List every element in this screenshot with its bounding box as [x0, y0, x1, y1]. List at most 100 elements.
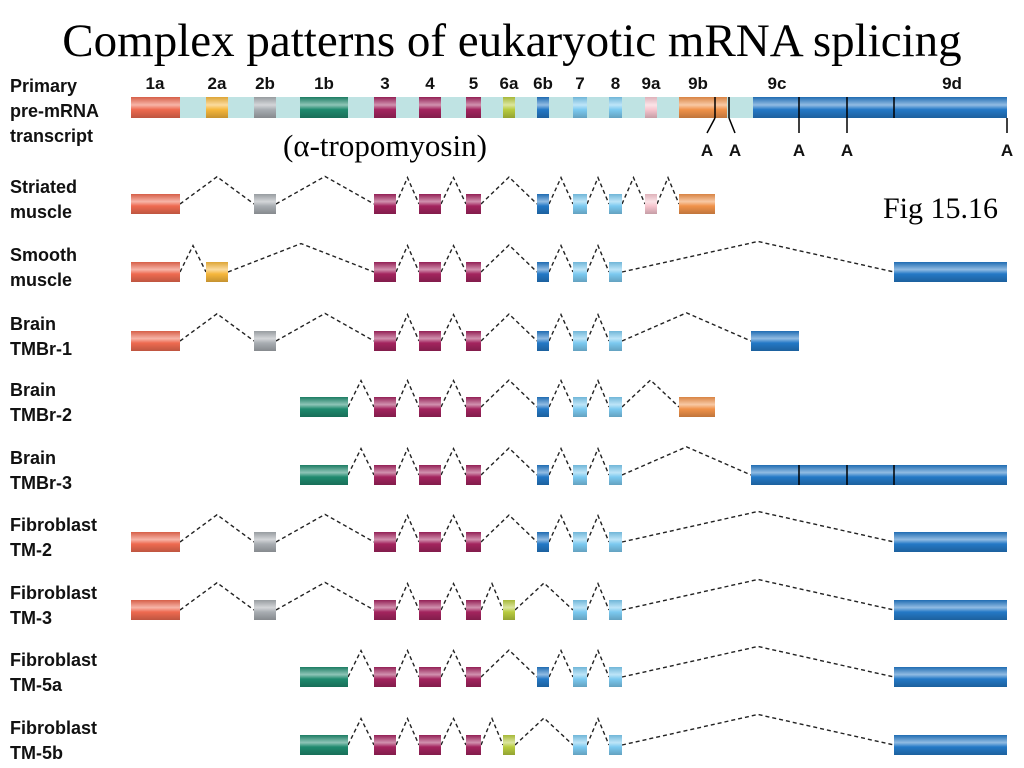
splice-junction — [480, 447, 538, 476]
splice-junction — [586, 648, 610, 678]
isoform-label-line: Smooth — [10, 245, 77, 265]
exon-5 — [466, 532, 481, 552]
isoform-label-line: Fibroblast — [10, 515, 98, 535]
exon-label-5: 5 — [469, 74, 478, 93]
splice-junction — [395, 312, 420, 342]
isoform-label-line: TM-5a — [10, 675, 63, 695]
exon-1a — [131, 532, 180, 552]
exon-label-1b: 1b — [314, 74, 334, 93]
splice-junction — [514, 582, 574, 611]
splice-junction — [621, 645, 895, 678]
isoform-row-brain-tmbr-3 — [300, 446, 1007, 485]
splice-junction — [548, 312, 574, 342]
primary-label-line-3: transcript — [10, 126, 94, 146]
exon-2b — [254, 331, 276, 351]
isoform-row-smooth-muscle — [131, 240, 1007, 282]
exon-9b — [679, 397, 715, 417]
exon-label-6a: 6a — [500, 74, 519, 93]
isoform-row-fibroblast-tm-3 — [131, 578, 1007, 620]
splice-junction — [179, 243, 207, 273]
isoform-label-line: TM-5b — [10, 743, 63, 763]
isoform-label-line: TMBr-1 — [10, 339, 72, 359]
splice-junction — [480, 716, 504, 746]
primary-exon-8 — [609, 97, 622, 118]
splice-junction — [621, 312, 752, 342]
isoform-label-line: Fibroblast — [10, 650, 98, 670]
exon-1b — [300, 465, 348, 485]
splice-junction — [395, 175, 420, 205]
exon-label-9a: 9a — [642, 74, 661, 93]
exon-label-3: 3 — [380, 74, 389, 93]
splice-junction — [275, 513, 375, 543]
exon-5 — [466, 262, 481, 282]
exon-7 — [573, 397, 587, 417]
exon-7 — [573, 465, 587, 485]
exon-5 — [466, 194, 481, 214]
exon-5 — [466, 667, 481, 687]
splice-junction — [656, 175, 680, 205]
primary-label-line-2: pre-mRNA — [10, 101, 100, 121]
splice-junction — [586, 513, 610, 543]
exon-8 — [609, 735, 622, 755]
splice-junction — [621, 578, 895, 611]
splice-junction — [395, 378, 420, 408]
exon-label-8: 8 — [611, 74, 620, 93]
splice-junction — [440, 243, 467, 273]
splice-junction — [179, 312, 255, 342]
exon-7 — [573, 667, 587, 687]
splice-junction — [586, 581, 610, 611]
polyA-site-label: A — [701, 141, 713, 160]
exon-label-7: 7 — [575, 74, 584, 93]
exon-9c-9d — [751, 465, 1007, 485]
polyA-site-line — [706, 117, 716, 134]
exon-7 — [573, 532, 587, 552]
exon-6b — [537, 465, 549, 485]
splice-junction — [621, 175, 646, 205]
exon-2a — [206, 262, 228, 282]
primary-exon-4 — [419, 97, 441, 118]
exon-8 — [609, 262, 622, 282]
exon-5 — [466, 465, 481, 485]
exon-8 — [609, 600, 622, 620]
splice-junction — [179, 175, 255, 205]
splice-junction — [586, 243, 610, 273]
exon-label-9d: 9d — [942, 74, 962, 93]
primary-exon-6a — [503, 97, 515, 118]
isoform-row-fibroblast-tm-5a — [300, 645, 1007, 687]
splice-junction — [179, 513, 255, 543]
exon-label-9c: 9c — [768, 74, 787, 93]
splice-junction — [548, 243, 574, 273]
splice-junction — [440, 581, 467, 611]
exon-3 — [374, 735, 396, 755]
primary-transcript-label: Primary pre-mRNA transcript — [10, 74, 99, 149]
isoform-row-brain-tmbr-1 — [131, 312, 799, 351]
exon-4 — [419, 532, 441, 552]
splice-junction — [548, 648, 574, 678]
exon-6b — [537, 532, 549, 552]
exon-5 — [466, 735, 481, 755]
polyA-site-label: A — [1001, 141, 1013, 160]
exon-8 — [609, 331, 622, 351]
exon-4 — [419, 465, 441, 485]
splice-junction — [440, 312, 467, 342]
isoform-label-line: TM-2 — [10, 540, 52, 560]
splice-junction — [621, 713, 895, 746]
isoform-row-fibroblast-tm-5b — [300, 713, 1007, 755]
exon-1a — [131, 262, 180, 282]
isoform-label-line: Striated — [10, 177, 78, 197]
exon-7 — [573, 194, 587, 214]
splice-junction — [480, 379, 538, 408]
primary-exon-1a — [131, 97, 180, 118]
isoform-row-fibroblast-tm-2 — [131, 510, 1007, 552]
splice-junction — [395, 716, 420, 746]
exon-2b — [254, 532, 276, 552]
exon-9d — [894, 735, 1007, 755]
exon-1a — [131, 331, 180, 351]
polyA-site-label: A — [793, 141, 805, 160]
exon-7 — [573, 262, 587, 282]
splice-junction — [440, 716, 467, 746]
